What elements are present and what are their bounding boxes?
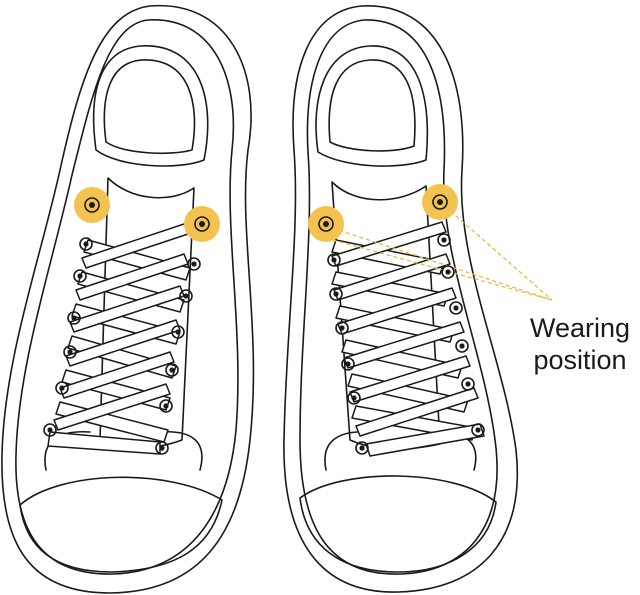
right-shoe-laces [331, 221, 485, 457]
callout-leader-lines [325, 201, 553, 301]
wearing-position-callout: Wearing position [520, 312, 640, 376]
left-shoe-collar-inner [103, 59, 196, 155]
right-shoe-toe-cap [299, 475, 497, 573]
left-shoe [1, 4, 255, 594]
left-shoe-collar [92, 45, 209, 167]
right-shoe [283, 5, 553, 593]
left-shoe-eyelets [43, 197, 210, 455]
left-shoe-laces [47, 221, 195, 455]
right-shoe-collar [315, 45, 429, 167]
left-shoe-toe-cap [19, 476, 223, 573]
right-shoe-upper [299, 19, 498, 575]
left-shoe-sole [1, 4, 255, 594]
right-shoe-eyelets [318, 194, 485, 455]
left-shoe-upper [15, 19, 239, 575]
right-shoe-collar-inner [328, 59, 416, 152]
right-shoe-sole [283, 5, 519, 593]
callout-line-2: position [533, 345, 627, 375]
callout-line-1: Wearing [529, 313, 631, 343]
